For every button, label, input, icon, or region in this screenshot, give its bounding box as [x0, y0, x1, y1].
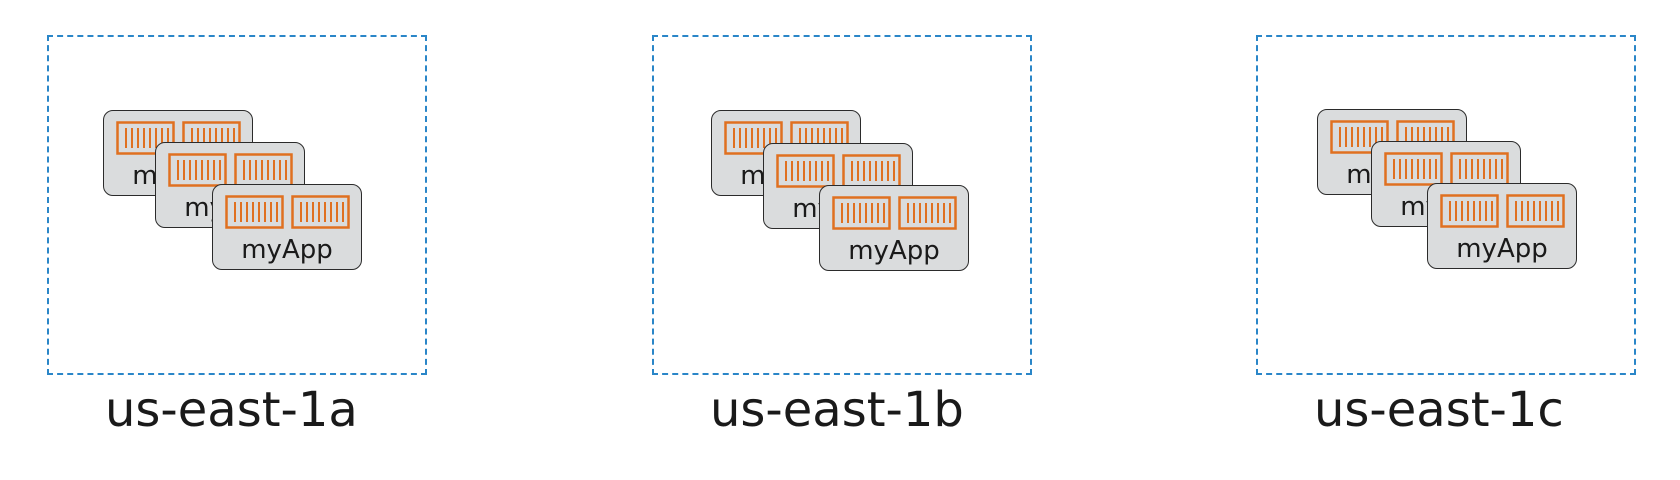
task-label: myApp	[848, 236, 940, 266]
zone-label-us-east-1a: us-east-1a	[105, 382, 358, 438]
task-card: myApp	[1427, 183, 1577, 269]
container-icon	[1384, 152, 1509, 186]
task-label: myApp	[1456, 234, 1548, 264]
container-icon	[1440, 194, 1565, 228]
task-card: myApp	[212, 184, 362, 270]
container-icon	[225, 195, 350, 229]
task-label: myApp	[241, 235, 333, 265]
container-icon	[168, 153, 293, 187]
zone-label-us-east-1c: us-east-1c	[1314, 382, 1564, 438]
task-card: myApp	[819, 185, 969, 271]
zone-box-us-east-1a	[47, 35, 427, 375]
container-icon	[832, 196, 957, 230]
zone-label-us-east-1b: us-east-1b	[710, 382, 964, 438]
zone-box-us-east-1b	[652, 35, 1032, 375]
zone-box-us-east-1c	[1256, 35, 1636, 375]
container-icon	[776, 154, 901, 188]
